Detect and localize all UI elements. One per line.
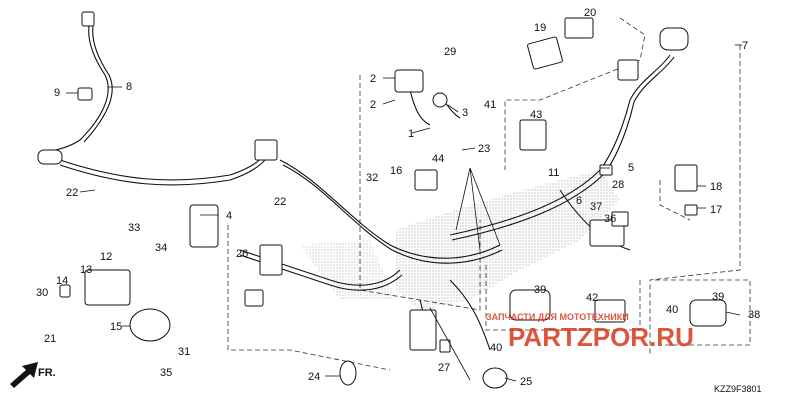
callout-19: 19	[534, 22, 546, 34]
watermark-brand: PARTZPOR.RU	[508, 322, 694, 352]
callout-22a: 22	[66, 187, 78, 199]
callout-39a: 39	[534, 284, 546, 296]
callout-31: 31	[178, 346, 190, 358]
front-direction-icon: FR.	[10, 362, 56, 388]
components	[37, 11, 727, 389]
callout-17: 17	[710, 204, 722, 216]
callout-12: 12	[100, 251, 112, 263]
leader-lines	[66, 44, 742, 382]
direction-label: FR.	[38, 367, 56, 379]
callout-8: 8	[126, 81, 132, 93]
callout-2a: 2	[370, 73, 376, 85]
callout-6: 6	[576, 195, 582, 207]
callout-28: 28	[612, 179, 624, 191]
callout-3: 3	[462, 107, 468, 119]
callout-27: 27	[438, 362, 450, 374]
callout-5: 5	[628, 162, 634, 174]
callout-labels: 1 2 2 3 4 5 6 7 8 9 11 12 13 14 15 16 17…	[36, 7, 760, 388]
callout-9: 9	[54, 87, 60, 99]
callout-2b: 2	[370, 99, 376, 111]
callout-13: 13	[80, 264, 92, 276]
callout-40b: 40	[666, 304, 678, 316]
callout-33: 33	[128, 222, 140, 234]
callout-18: 18	[710, 181, 722, 193]
diagram-code: KZZ9F3801	[714, 384, 762, 394]
callout-38: 38	[748, 309, 760, 321]
callout-36: 36	[604, 213, 616, 225]
callout-15: 15	[110, 321, 122, 333]
callout-34: 34	[155, 242, 167, 254]
callout-30: 30	[36, 287, 48, 299]
watermark: ЗАПЧАСТИ ДЛЯ МОТОТЕХНИКИ PARTZPOR.RU	[486, 312, 694, 352]
callout-11: 11	[548, 167, 559, 179]
callout-41: 41	[484, 99, 496, 111]
callout-39b: 39	[712, 291, 724, 303]
callout-7: 7	[742, 40, 748, 52]
callout-21: 21	[44, 333, 56, 345]
callout-43: 43	[530, 109, 542, 121]
callout-22b: 22	[274, 196, 286, 208]
callout-24: 24	[308, 371, 320, 383]
harness-shading	[300, 170, 620, 310]
callout-40a: 40	[490, 342, 502, 354]
callout-20: 20	[584, 7, 596, 19]
callout-37: 37	[590, 201, 602, 213]
callout-23: 23	[478, 143, 490, 155]
callout-35: 35	[160, 367, 172, 379]
callout-29: 29	[444, 46, 456, 58]
callout-1: 1	[408, 128, 414, 140]
callout-44: 44	[432, 153, 444, 165]
callout-16: 16	[390, 165, 402, 177]
callout-25: 25	[520, 376, 532, 388]
callout-14: 14	[56, 275, 68, 287]
callout-32: 32	[366, 172, 378, 184]
watermark-slogan: ЗАПЧАСТИ ДЛЯ МОТОТЕХНИКИ	[486, 312, 629, 322]
callout-26: 26	[236, 248, 248, 260]
callout-42: 42	[586, 292, 598, 304]
callout-4: 4	[226, 210, 232, 222]
